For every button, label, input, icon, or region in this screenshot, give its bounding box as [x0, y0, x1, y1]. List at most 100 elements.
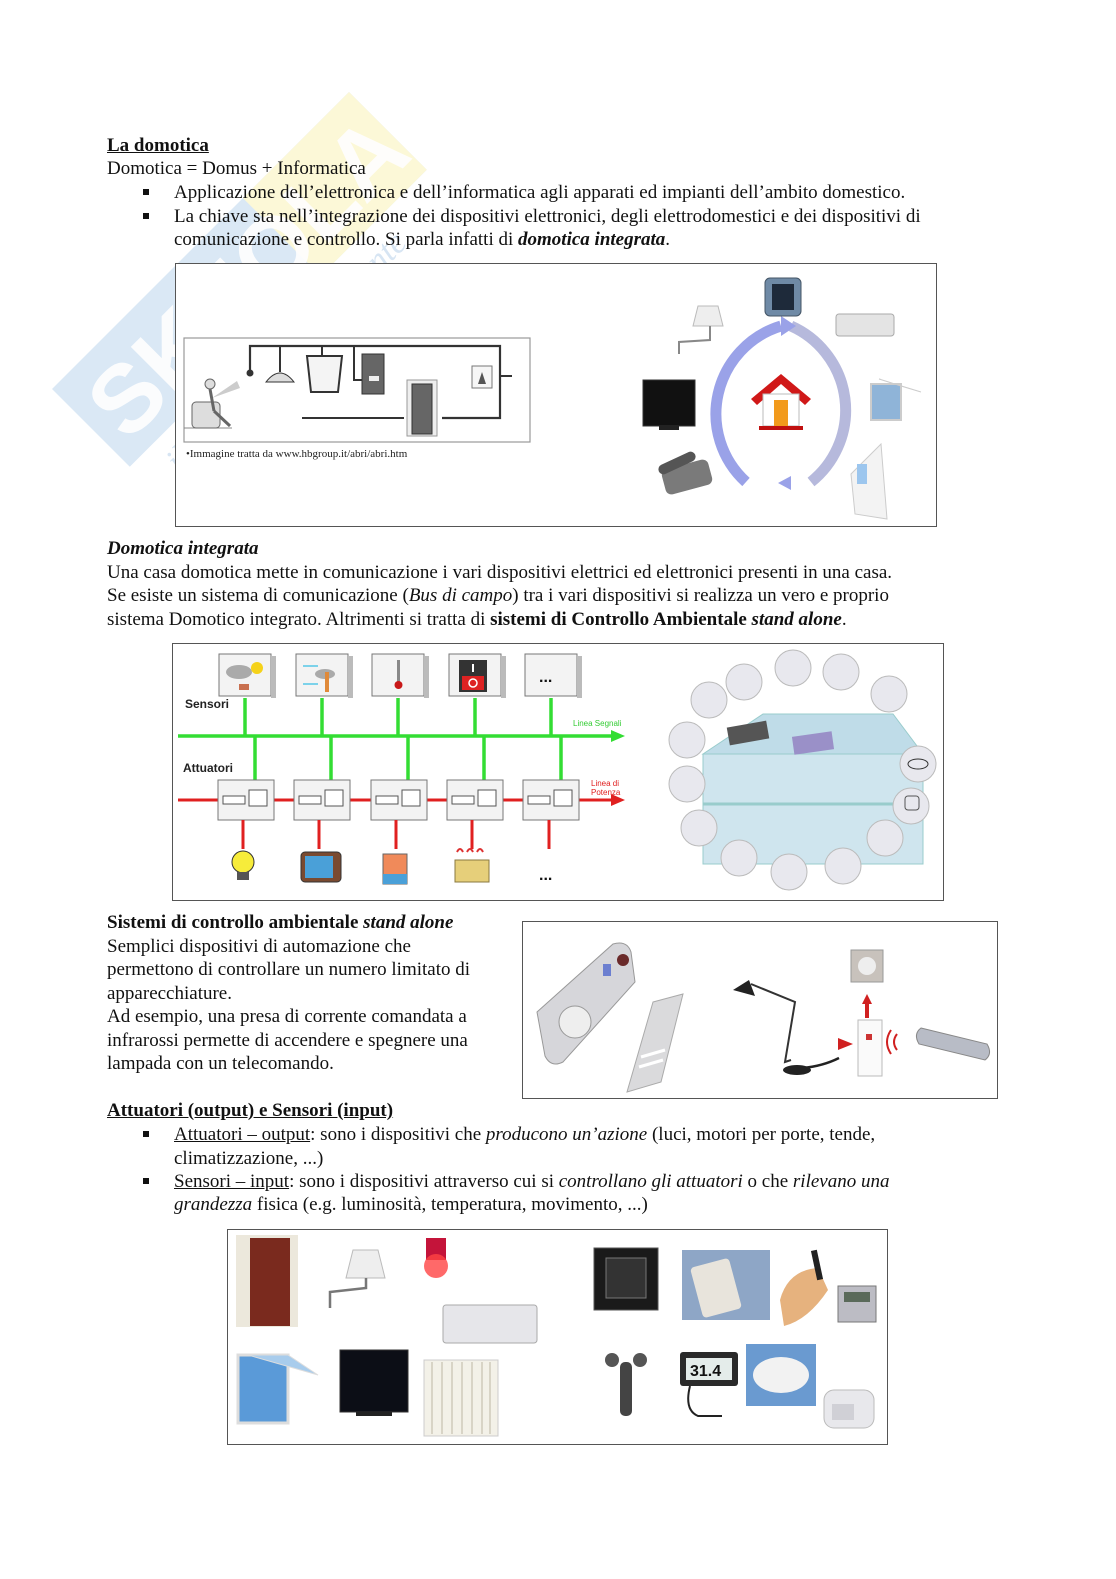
paragraph-line: Una casa domotica mette in comunicazione… [107, 562, 893, 583]
paragraph-line: Ad esempio, una presa di corrente comand… [107, 1006, 467, 1027]
ir-adapter-icon [857, 1019, 883, 1077]
integrated-home-cycle [642, 277, 922, 520]
siren-icon [424, 1238, 448, 1278]
section-title-actuators-sensors: Attuatori (output) e Sensori (input) [107, 1100, 394, 1121]
tv-remote-icon [915, 1027, 991, 1061]
desk-lamp-icon [733, 980, 840, 1075]
text-run: o che [742, 1171, 793, 1192]
socket-icon [904, 795, 920, 811]
text-run: : sono i dispositivi attraverso cui si [289, 1171, 559, 1192]
section-title-domotica-integrata: Domotica integrata [107, 538, 259, 559]
bullet-text: Applicazione dell’elettronica e dell’inf… [174, 182, 906, 203]
paragraph-line: sistema Domotico integrato. Altrimenti s… [107, 608, 847, 632]
feature-icons [668, 649, 937, 891]
title-italic: stand alone [363, 912, 454, 933]
smart-house-illustration [668, 649, 937, 891]
thermometer-reading: 31.4 [690, 1363, 721, 1380]
signal-line-label: Linea Segnali [573, 719, 622, 728]
infrared-signal-icon [886, 1029, 898, 1055]
bullet-icon [143, 189, 149, 195]
door-icon [850, 442, 888, 520]
wall-lamp-icon [328, 1249, 386, 1308]
digital-thermometer-icon: 31.4 [680, 1352, 738, 1417]
bullet-text-continued: grandezza fisica (e.g. luminosità, tempe… [174, 1193, 648, 1217]
power-line-label: Potenza [591, 788, 621, 797]
card-reader-icon [780, 1249, 828, 1326]
figure-actuators-sensors-examples: 31.4 [227, 1229, 888, 1445]
more-label: ... [539, 867, 552, 884]
actuators-label: Attuatori [183, 761, 233, 775]
text-run: sistema Domotico integrato. Altrimenti s… [107, 609, 491, 630]
signal-arrow-icon [611, 730, 625, 742]
bullet-icon [143, 1178, 149, 1184]
cycle-arrow-icon [778, 476, 791, 490]
control-panel-icon [837, 1285, 877, 1323]
more-label: ... [539, 669, 552, 686]
emphasis-text: domotica integrata [518, 229, 666, 250]
sensor-wind-icon [295, 653, 353, 698]
light-bulb-icon [231, 850, 255, 880]
handheld-remote-icon [682, 1250, 770, 1320]
stand-alone-illustration [536, 942, 991, 1093]
radiator-icon [454, 848, 490, 883]
paragraph-line: Semplici dispositivi di automazione che [107, 936, 411, 957]
bullet-text: Attuatori – output: sono i dispositivi c… [174, 1123, 875, 1147]
power-line-label: Linea di [591, 779, 619, 788]
cycle-arrow-icon [781, 316, 796, 336]
paragraph-line: apparecchiature. [107, 983, 232, 1004]
anemometer-icon [605, 1353, 647, 1416]
section-title-stand-alone: Sistemi di controllo ambientale stand al… [107, 911, 453, 935]
sensors-label: Sensori [185, 697, 229, 711]
text-run: . [665, 229, 671, 250]
paragraph-line: lampada con un telecomando. [107, 1053, 334, 1074]
figure-caption: •Immagine tratta da www.hbgroup.it/abri/… [186, 448, 408, 460]
remote-socket-icon [536, 942, 636, 1065]
emphasis-text: rilevano una [792, 1171, 890, 1192]
figure-stand-alone-devices [522, 921, 998, 1099]
motorized-window-icon [236, 1353, 319, 1425]
bullet-text: Sensori – input: sono i dispositivi attr… [174, 1170, 889, 1194]
sensor-thermometer-icon [371, 653, 429, 698]
arrow-up-icon [862, 994, 872, 1004]
text-run: fisica (e.g. luminosità, temperatura, mo… [252, 1194, 648, 1215]
window-icon [870, 378, 922, 421]
bullet-icon [143, 213, 149, 219]
telephone-icon [658, 451, 713, 495]
house-icon [751, 374, 811, 430]
keypad-icon [764, 277, 802, 317]
text-run: Se esiste un sistema di comunicazione ( [107, 585, 409, 606]
air-conditioner-icon [442, 1304, 538, 1344]
emphasis-text: Bus di campo [408, 585, 513, 606]
eye-icon [907, 758, 929, 770]
television-icon [300, 851, 342, 883]
text-run: (luci, motori per porte, tende, [647, 1124, 876, 1145]
text-run: : sono i dispositivi che [310, 1124, 486, 1145]
devices-collage: 31.4 [236, 1235, 877, 1437]
term-actuators: Attuatori – output [174, 1124, 311, 1145]
emphasis-text: producono un’azione [485, 1124, 648, 1145]
air-conditioner-icon [835, 313, 895, 337]
remote-control-icon [626, 993, 684, 1093]
paragraph-line: Se esiste un sistema di comunicazione (B… [107, 584, 889, 608]
wall-switch-icon [593, 1247, 659, 1311]
bold-text: sistemi di Controllo Ambientale [490, 609, 752, 630]
heater-icon [382, 853, 408, 885]
radiator-icon [423, 1359, 499, 1437]
wall-lamp-icon [678, 305, 724, 354]
emphasis-text: controllano gli attuatori [558, 1171, 743, 1192]
text-run: comunicazione e controllo. Si parla infa… [174, 229, 519, 250]
power-arrow-icon [611, 794, 625, 806]
wall-socket-icon [850, 949, 884, 983]
armored-door-icon [236, 1235, 298, 1327]
domotica-definition: Domotica = Domus + Informatica [107, 158, 366, 179]
arrow-right-icon [838, 1038, 853, 1050]
bullet-icon [143, 1131, 149, 1137]
bullet-text: La chiave sta nell’integrazione dei disp… [174, 206, 921, 227]
emphasis-text: stand alone [751, 609, 842, 630]
figure-domotica-overview: •Immagine tratta da www.hbgroup.it/abri/… [175, 263, 937, 527]
text-run: ) tra i vari dispositivi si realizza un … [512, 585, 889, 606]
section-title-domotica: La domotica [107, 135, 209, 156]
figure-bus-diagram: ... Sensori Attuatori Linea Segnali [172, 643, 944, 901]
ceiling-detector-icon [746, 1344, 816, 1406]
wiring-diagram [183, 337, 531, 443]
